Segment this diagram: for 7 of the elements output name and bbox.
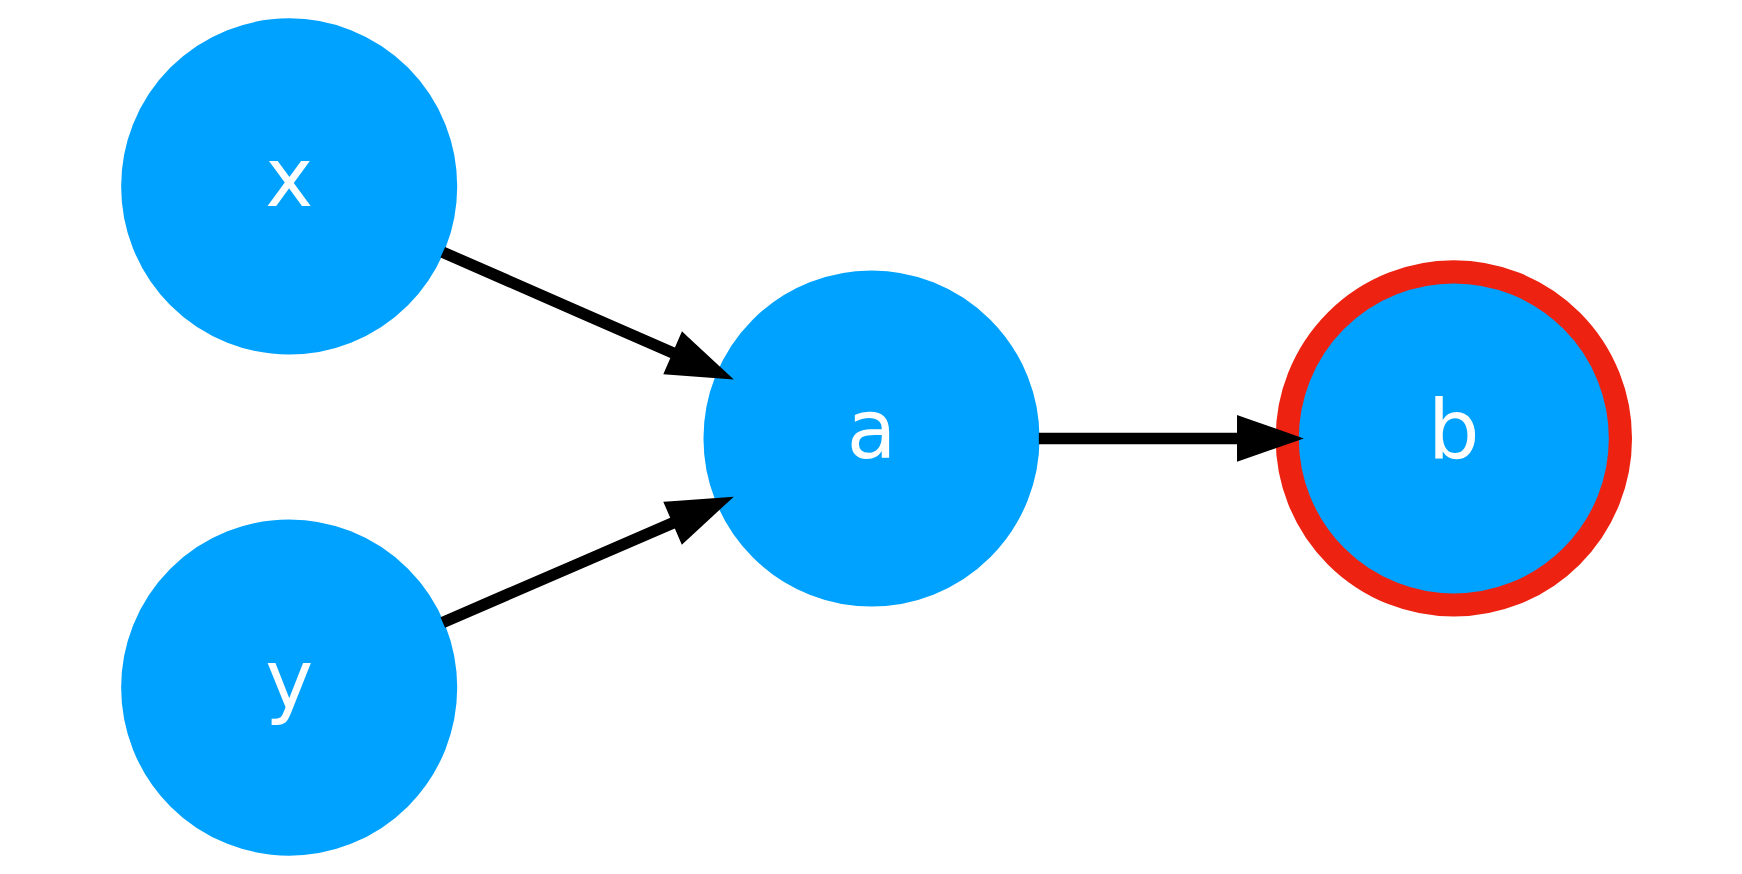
arrow bbox=[439, 246, 734, 380]
arrow bbox=[1038, 415, 1304, 462]
node-circle: x bbox=[120, 18, 457, 355]
node-circle: a bbox=[702, 270, 1040, 607]
node-circle: y bbox=[120, 519, 457, 856]
arrow bbox=[439, 496, 734, 628]
node-circle: b bbox=[1275, 260, 1632, 617]
